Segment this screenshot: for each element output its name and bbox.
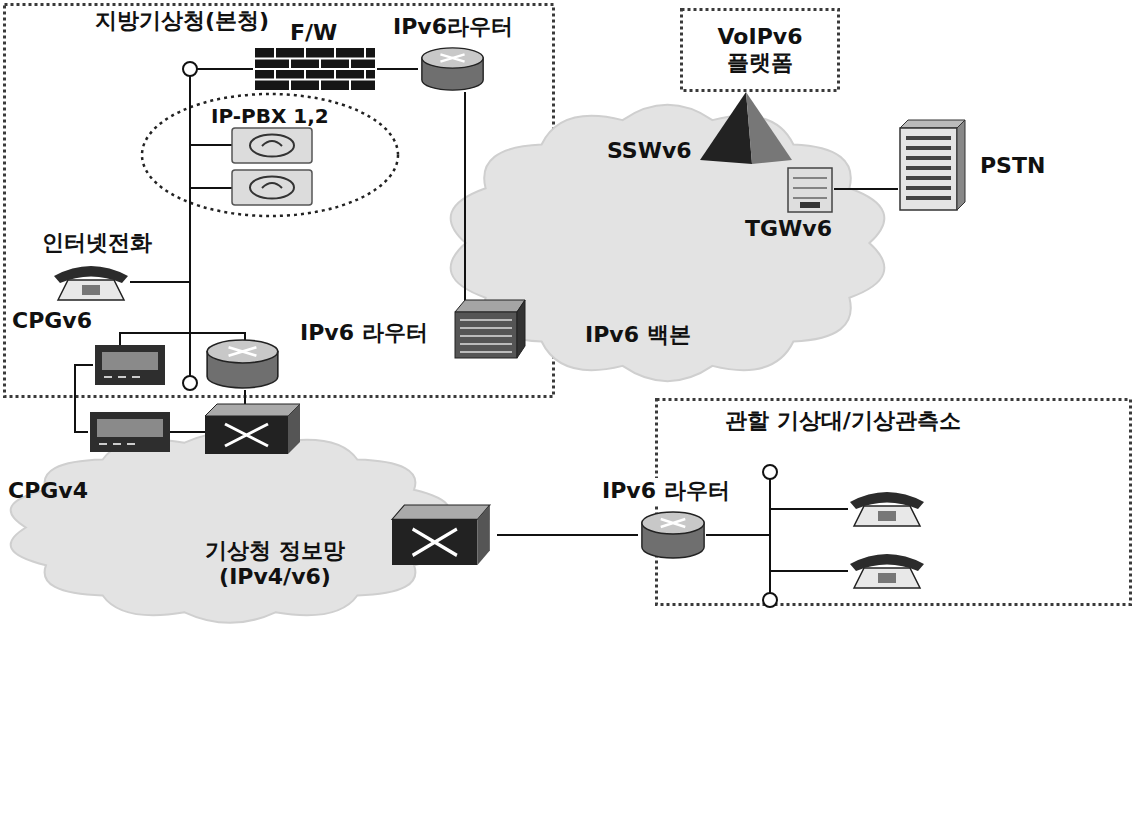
router-icon bbox=[207, 340, 278, 388]
router-icon bbox=[642, 512, 704, 558]
core-router-icon bbox=[455, 300, 525, 358]
node-label: IPv6 백본 bbox=[585, 322, 691, 348]
node-label: F/W bbox=[290, 20, 337, 46]
node-label: 관할 기상대/기상관측소 bbox=[725, 408, 961, 434]
firewall-icon bbox=[255, 48, 375, 90]
node-label: TGWv6 bbox=[745, 216, 832, 242]
node-label: 기상청 정보망 (IPv4/v6) bbox=[185, 538, 365, 591]
network-cloud: 기상청 정보망 (IPv4/v6) bbox=[0, 425, 495, 630]
gateway-icon bbox=[788, 168, 832, 212]
trunk-gateway: TGWv6 bbox=[788, 168, 832, 212]
router-device: IPv6 라우터 bbox=[640, 510, 706, 560]
node-label: IP-PBX 1,2 bbox=[211, 104, 329, 128]
dotted-ellipse bbox=[142, 94, 398, 216]
connector-line bbox=[497, 534, 638, 536]
exchange-icon bbox=[900, 120, 965, 210]
gateway-device: CPGv4 bbox=[90, 412, 170, 452]
pstn-exchange: PSTN bbox=[900, 120, 965, 210]
router-device: IPv6라우터 bbox=[420, 46, 485, 92]
gateway-icon bbox=[90, 345, 170, 452]
region-boundary: 관할 기상대/기상관측소IPv6 라우터 bbox=[655, 398, 1132, 606]
connector-line bbox=[377, 68, 418, 70]
router-device: IPv6 라우터 bbox=[205, 338, 280, 390]
node-label: SSWv6 bbox=[607, 138, 692, 164]
phone-icon bbox=[850, 492, 924, 526]
node-label: IPv6 라우터 bbox=[600, 478, 732, 504]
firewall-device: F/W bbox=[255, 48, 375, 90]
router-icon bbox=[422, 48, 483, 90]
phone-icon bbox=[850, 554, 924, 588]
node-label: IPv6라우터 bbox=[393, 14, 513, 40]
node-label: 인터넷전화 bbox=[42, 230, 152, 256]
switch-icon bbox=[392, 505, 490, 565]
cloud-shape bbox=[451, 105, 885, 381]
node-label: 지방기상청(본청) bbox=[95, 8, 269, 34]
softswitch: SSWv6 bbox=[700, 92, 792, 164]
connector-line bbox=[834, 188, 898, 190]
node-label: IPv6 라우터 bbox=[300, 320, 428, 346]
node-label: CPGv6 bbox=[12, 308, 92, 334]
node-label: VoIPv6 플랫폼 bbox=[700, 24, 820, 77]
platform-box: VoIPv6 플랫폼 bbox=[680, 8, 840, 92]
dotted-border bbox=[682, 10, 839, 91]
network-cloud-outline bbox=[0, 425, 495, 630]
cloud-shape bbox=[11, 432, 450, 623]
pbx-group: IP-PBX 1,2 bbox=[140, 92, 400, 218]
node-label: CPGv4 bbox=[8, 478, 88, 504]
network-cloud: IPv6 백본 SSWv6TGWv6 bbox=[440, 98, 895, 388]
switch-icon bbox=[205, 404, 300, 454]
node-label: PSTN bbox=[980, 153, 1045, 179]
internet-phone: 인터넷전화 bbox=[52, 262, 130, 302]
gateway-device: CPGv6 bbox=[95, 345, 165, 385]
phone-icon bbox=[54, 266, 128, 300]
region-boundary-outline bbox=[3, 3, 555, 398]
region-boundary: 지방기상청(본청)F/WIPv6라우터IP-PBX 1,2인터넷전화CPGv6I… bbox=[3, 3, 555, 398]
pbx-icon bbox=[232, 128, 312, 205]
